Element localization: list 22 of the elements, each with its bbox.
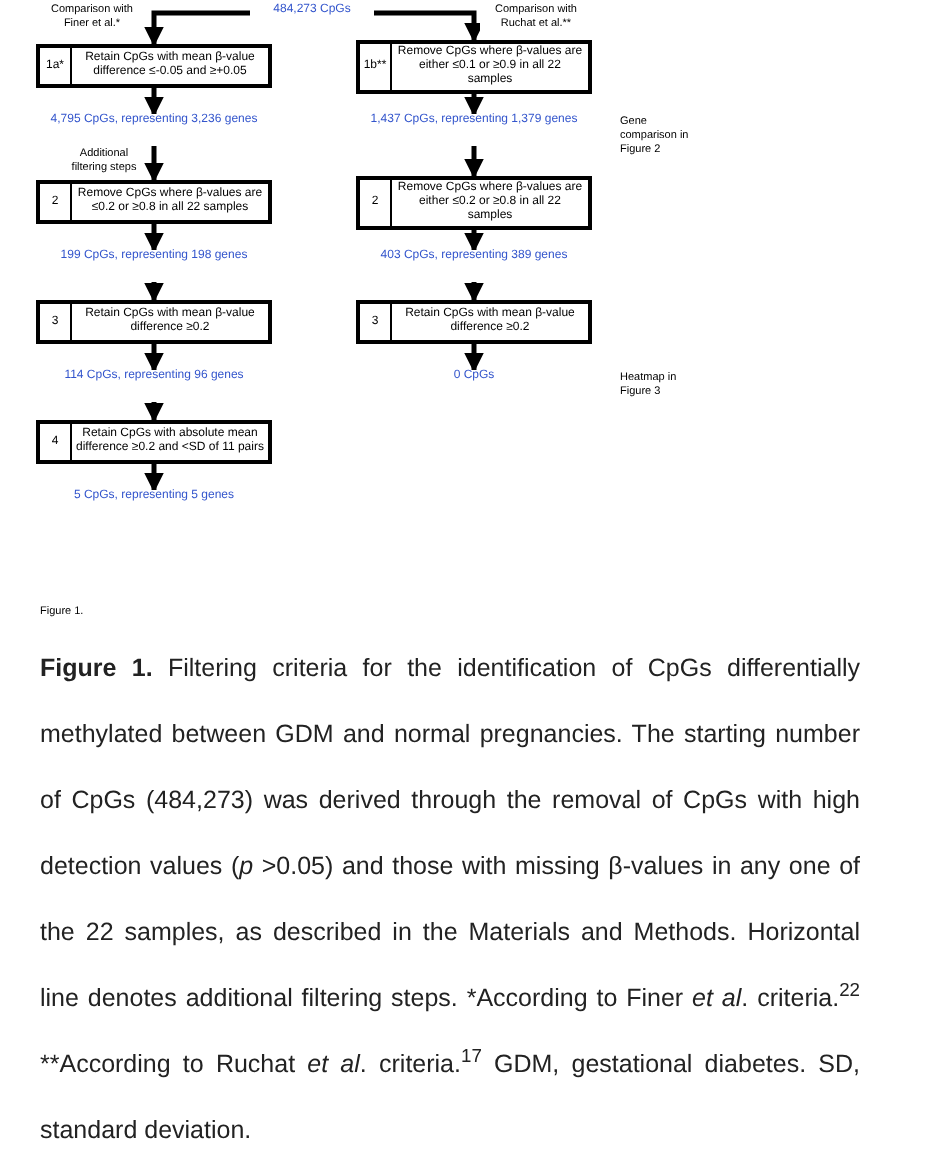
arrow bbox=[144, 344, 164, 373]
arrow bbox=[144, 224, 164, 253]
process-box bbox=[356, 40, 592, 94]
process-box bbox=[36, 300, 272, 344]
figure-caption: Figure 1. Filtering criteria for the identification of CpGs differentially methylated between GDM and normal pregnancies. The starting number of CpGs (484,273) was derived through the removal of CpGs with high detection values (p >0.05) and those with missing β-values in any one of the 22 samples, as described in the Materials and Methods. Horizontal line denotes additional filtering steps. *According to Finer et al. criteria.$^{22}$ **According to Ruchat et al. criteria.$^{17}$ GDM, gestational diabetes. SD, standard deviation. bbox=[40, 652, 860, 1148]
arrow bbox=[464, 344, 484, 373]
arrow bbox=[464, 230, 484, 253]
arrow bbox=[464, 94, 484, 117]
process-box bbox=[356, 300, 592, 344]
arrow bbox=[144, 402, 164, 423]
arrow bbox=[464, 146, 484, 179]
arrow bbox=[374, 10, 484, 43]
arrow bbox=[144, 10, 250, 47]
arrow bbox=[144, 88, 164, 117]
arrow bbox=[144, 282, 164, 303]
process-box bbox=[36, 180, 272, 224]
arrow bbox=[464, 282, 484, 303]
arrow bbox=[144, 464, 164, 493]
arrow bbox=[144, 146, 164, 183]
process-box bbox=[36, 420, 272, 464]
process-box bbox=[356, 176, 592, 230]
process-box bbox=[36, 44, 272, 88]
